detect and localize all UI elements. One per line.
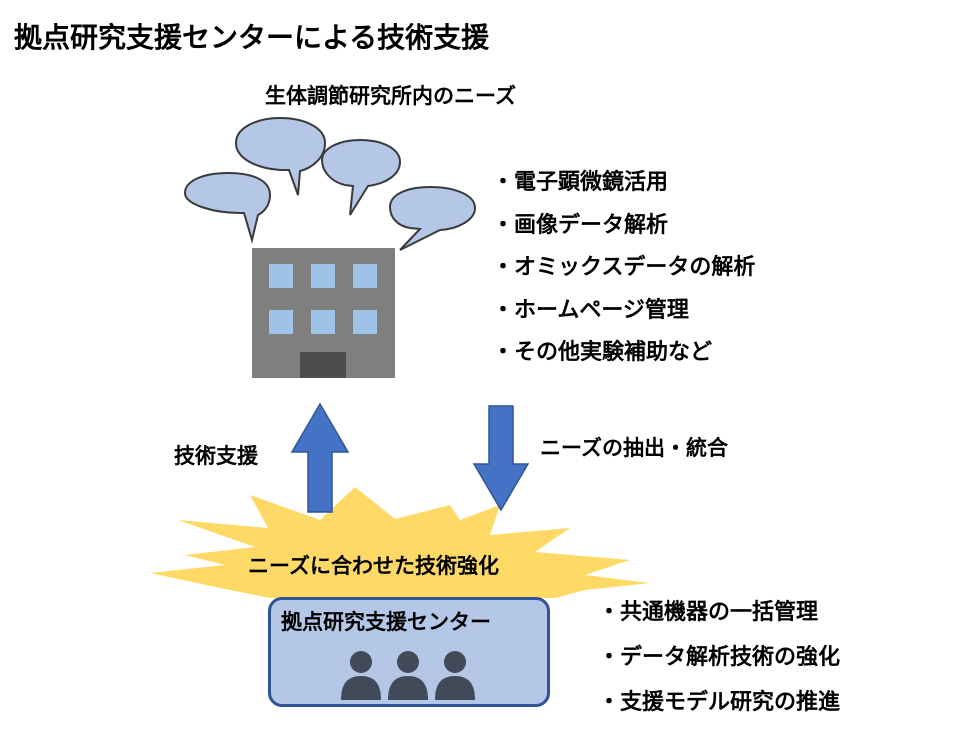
- building-window: [269, 310, 293, 334]
- arrow-down-label: ニーズの抽出・統合: [540, 436, 728, 460]
- needs-item: ・オミックスデータの解析: [492, 255, 756, 280]
- support-center-name: 拠点研究支援センター: [281, 610, 491, 634]
- needs-list: ・電子顕微鏡活用 ・画像データ解析 ・オミックスデータの解析 ・ホームページ管理…: [492, 166, 755, 379]
- speech-bubble-icon: [183, 171, 272, 244]
- building-door: [300, 352, 346, 378]
- person-icon: [435, 651, 475, 700]
- center-list: ・共通機器の一括管理 ・データ解析技術の強化 ・支援モデル研究の推進: [598, 596, 840, 731]
- speech-bubble-icon: [388, 185, 477, 251]
- needs-item: ・ホームページ管理: [492, 297, 689, 323]
- needs-item: ・画像データ解析: [492, 212, 669, 238]
- person-icon: [388, 651, 428, 700]
- explosion-burst: [150, 487, 650, 598]
- building-window: [311, 264, 335, 288]
- building-window: [311, 310, 335, 334]
- center-item: ・共通機器の一括管理: [598, 600, 819, 625]
- speech-bubble-icon: [320, 138, 402, 216]
- building-window: [269, 264, 293, 288]
- needs-item: ・電子顕微鏡活用: [492, 170, 669, 195]
- building-window: [353, 264, 377, 288]
- arrow-up: [290, 402, 350, 513]
- arrow-up-label: 技術支援: [174, 444, 258, 468]
- needs-item: ・その他実験補助など: [492, 340, 713, 365]
- arrow-down: [472, 405, 530, 512]
- needs-heading: 生体調節研究所内のニーズ: [265, 84, 516, 108]
- speech-bubble-icon: [234, 116, 327, 196]
- center-item: ・データ解析技術の強化: [598, 645, 841, 670]
- slide-title: 拠点研究支援センターによる技術支援: [14, 21, 490, 54]
- building-icon: [252, 248, 395, 378]
- center-item: ・支援モデル研究の推進: [598, 690, 841, 715]
- person-icon: [341, 651, 381, 700]
- staff-icons: [341, 651, 475, 700]
- support-center-box: 拠点研究支援センター: [268, 597, 550, 707]
- burst-label: ニーズに合わせた技術強化: [248, 554, 499, 578]
- building-window: [353, 310, 377, 334]
